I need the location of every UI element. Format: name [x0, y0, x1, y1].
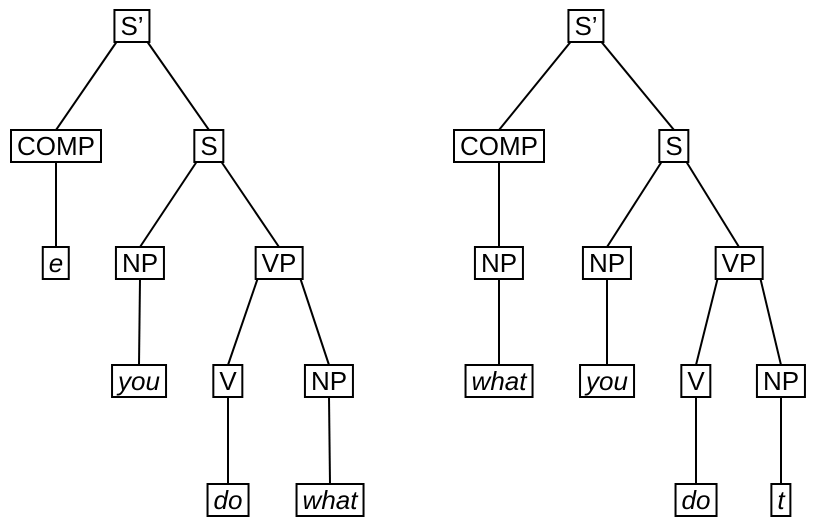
tree-node-t: t	[770, 483, 792, 517]
tree-node-s-bar: S’	[113, 9, 151, 43]
tree-node-np-subj: NP	[581, 246, 633, 280]
tree-node-do: do	[206, 483, 250, 517]
tree-node-s-bar: S’	[567, 9, 605, 43]
tree-node-comp: COMP	[453, 129, 545, 163]
tree-node-e: e	[41, 246, 71, 280]
tree-node-what: what	[464, 364, 534, 398]
tree-node-vp: VP	[254, 246, 304, 280]
tree-node-you: you	[579, 364, 635, 398]
tree-node-vp: VP	[714, 246, 764, 280]
tree-node-np-obj: NP	[755, 364, 807, 398]
tree-node-np-comp: NP	[473, 246, 525, 280]
tree-node-v: V	[680, 364, 712, 398]
tree-node-do: do	[674, 483, 718, 517]
tree-node-s: S	[193, 129, 225, 163]
tree-node-s: S	[658, 129, 690, 163]
